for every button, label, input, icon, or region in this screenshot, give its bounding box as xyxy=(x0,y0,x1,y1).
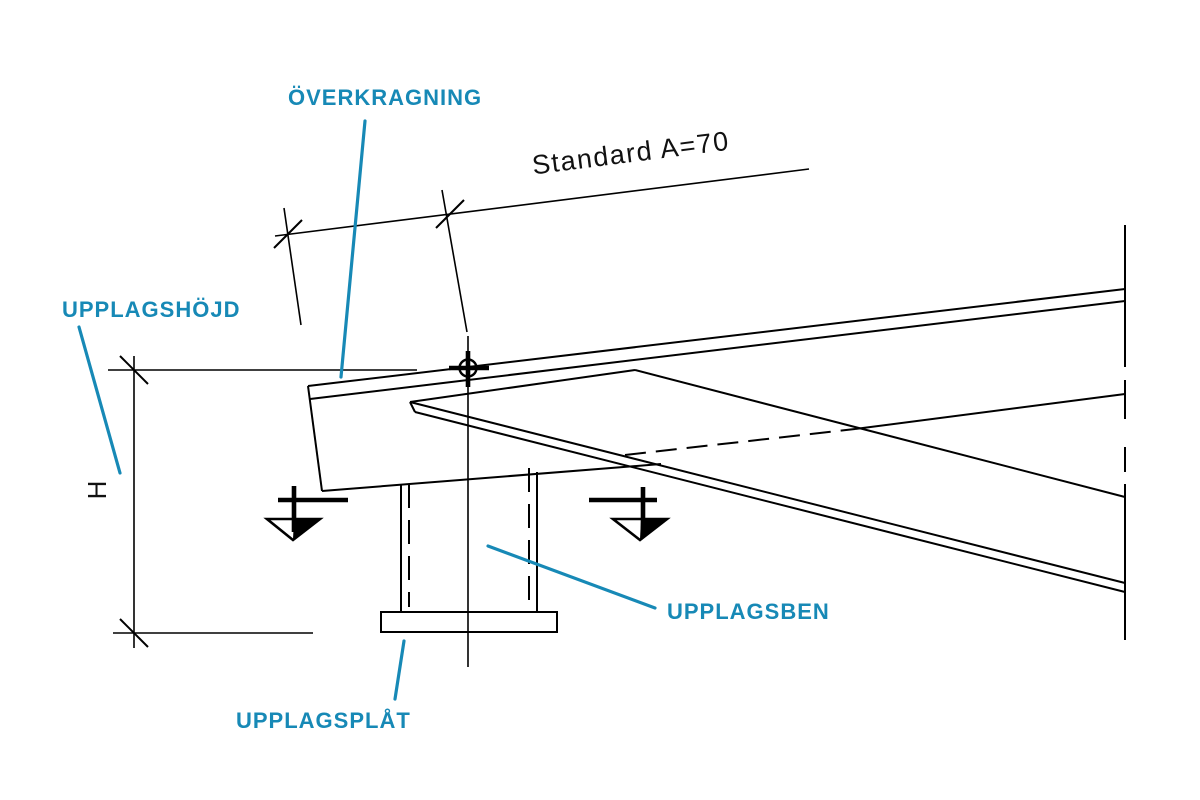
deck-top-left-edge xyxy=(409,369,636,403)
hidden-flange-edge-solid xyxy=(854,393,1126,430)
overhang-dimension-text: Standard A=70 xyxy=(530,126,731,181)
overhang-dimension-line xyxy=(274,168,810,237)
beam-structure xyxy=(307,225,1126,640)
bearing-point-arrow-icon-right xyxy=(589,487,671,542)
bearing-point-arrow-icon-left xyxy=(263,486,348,542)
side-band-top-edge xyxy=(409,401,1126,584)
arrow-triangle-fill xyxy=(293,519,320,539)
overhang-extension-line-left xyxy=(283,207,302,326)
upplagsben-label: UPPLAGSBEN xyxy=(667,599,830,624)
overkragning-label: ÖVERKRAGNING xyxy=(288,85,482,110)
support-plate xyxy=(380,611,558,633)
top-chord-bottom-edge xyxy=(309,300,1126,400)
upplagsplat-leader-line xyxy=(393,639,406,701)
overhang-tick-left xyxy=(273,219,303,249)
hidden-flange-edge-dashed xyxy=(624,428,856,456)
beam-end-left-edge xyxy=(307,385,323,492)
height-dimension-text: H xyxy=(82,481,112,500)
callout-upplagsplat: UPPLAGSPLÅT xyxy=(236,639,411,733)
crosshair-center-mark-icon xyxy=(449,351,489,387)
height-tick-bottom xyxy=(119,618,149,648)
support-legs xyxy=(400,468,538,612)
overhang-extension-line-right xyxy=(441,189,468,333)
callout-upplagsben: UPPLAGSBEN xyxy=(486,544,830,624)
dimension-height: H xyxy=(82,355,417,648)
beam-bottom-edge xyxy=(321,463,662,492)
center-mark-circle xyxy=(458,358,478,378)
callout-upplagshojd: UPPLAGSHÖJD xyxy=(62,297,240,475)
upplagshojd-label: UPPLAGSHÖJD xyxy=(62,297,240,322)
upplagsben-leader-line xyxy=(486,544,657,610)
upplagsplat-label: UPPLAGSPLÅT xyxy=(236,707,411,733)
arrow-triangle-outline xyxy=(263,517,324,542)
height-tick-top xyxy=(119,355,149,385)
side-band-tip xyxy=(409,401,416,413)
overkragning-leader-line xyxy=(339,119,367,379)
overhang-tick-right xyxy=(435,199,465,229)
side-band-bottom-edge xyxy=(414,411,1126,593)
deck-top-right-edge xyxy=(634,369,1126,498)
arrow-triangle-outline xyxy=(609,517,671,542)
upplagshojd-leader-line xyxy=(77,325,122,475)
arrow-triangle-fill xyxy=(640,519,667,539)
callout-overkragning: ÖVERKRAGNING xyxy=(288,85,482,379)
top-chord-top-edge xyxy=(307,288,1126,387)
